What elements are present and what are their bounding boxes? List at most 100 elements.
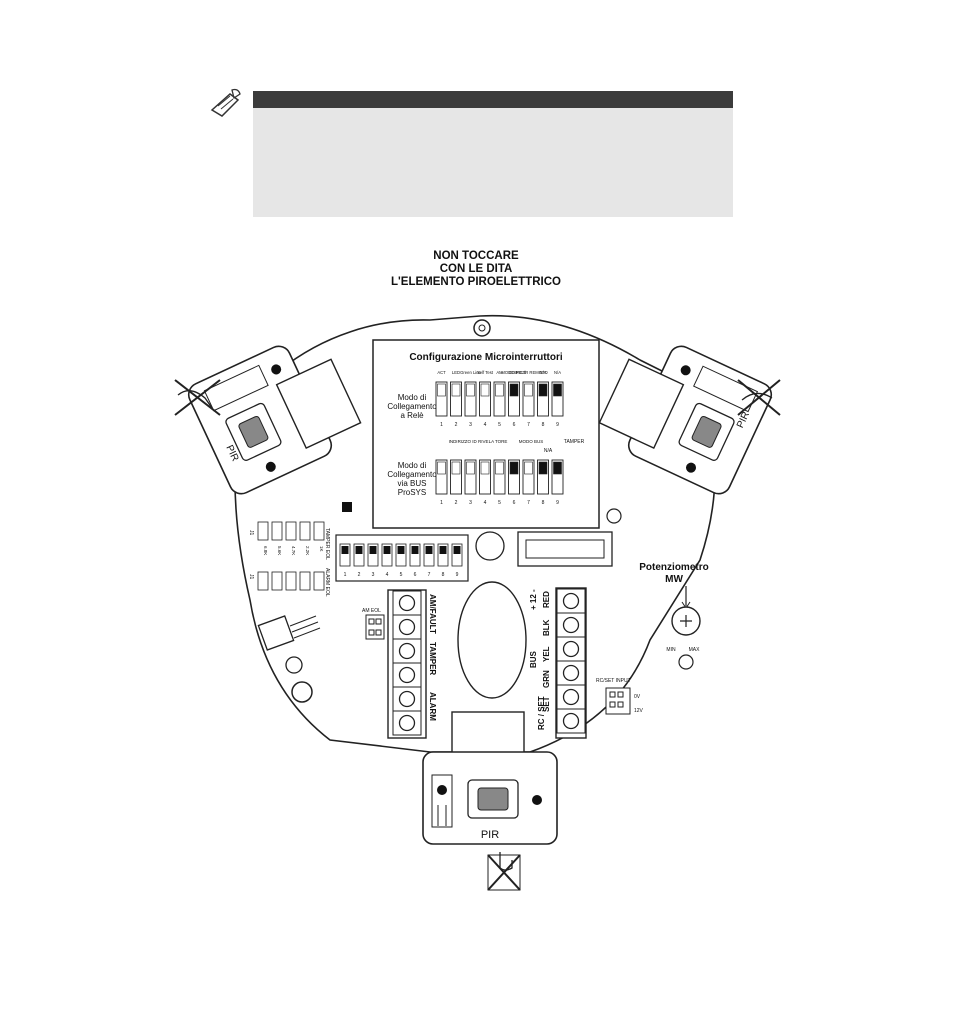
bus-switch-number-2: 2: [455, 500, 458, 506]
eol-switch-number-6: 6: [414, 572, 417, 578]
dip-config-panel: Configurazione Microinterruttori Modo di…: [372, 339, 600, 529]
rc-set-input: RC/SET INPUT 0V 12V: [596, 678, 644, 715]
relay-switch-number-1: 1: [440, 422, 443, 428]
bus-mode-label-1: Modo di: [398, 461, 427, 470]
bus-na-group: N/A: [544, 448, 553, 454]
relay-switch-1: [435, 381, 448, 417]
terminal-tamper: TAMPER: [428, 642, 437, 675]
bus-switch-5: [493, 459, 506, 495]
relay-header-3: Green Line: [460, 370, 481, 375]
relay-header-9: N/A: [554, 370, 561, 375]
bus-switch-number-5: 5: [498, 500, 501, 506]
bus-switch-7: [522, 459, 535, 495]
relay-switch-number-6: 6: [513, 422, 516, 428]
rc-input-0v: 0V: [634, 694, 641, 700]
relay-header-6: MODO RELÈ: [501, 370, 526, 375]
no-touch-hand-icon-bottom: [487, 852, 521, 891]
eol-resistor-value: 4.7K: [291, 546, 296, 555]
right-terminal-block: + 12 - BUS RC / SET RED BLK YEL GRN SET: [529, 587, 587, 739]
eol-resistor-value: 6.8K: [263, 546, 268, 555]
relay-switch-3: [464, 381, 477, 417]
bus-switch-1: [435, 459, 448, 495]
relay-switch-4: [479, 381, 491, 417]
relay-switch-2: [450, 381, 462, 417]
pot-max: MAX: [689, 647, 701, 653]
eol-switch-4: [381, 543, 393, 567]
bus-switch-2: [450, 459, 462, 495]
bus-switch-4: [479, 459, 491, 495]
eol-switch-number-5: 5: [400, 572, 403, 578]
eol-switch-1: [339, 543, 351, 567]
potentiometer: Potenziometro MW MIN MAX: [639, 562, 709, 670]
bus-address-group: INDIRIZZO ID RIVELA TORE: [449, 439, 508, 444]
bus-mode-label-3: via BUS: [398, 479, 427, 488]
rc-input-title: RC/SET INPUT: [596, 678, 631, 684]
bus-switch-number-6: 6: [513, 500, 516, 506]
led-component: [257, 615, 321, 703]
eol-switch-9: [451, 543, 463, 567]
relay-switch-number-8: 8: [542, 422, 545, 428]
note-pencil-icon: [210, 88, 241, 117]
warning-line-3: L'ELEMENTO PIROELETTRICO: [391, 276, 561, 288]
eol-switch-number-3: 3: [372, 572, 375, 578]
relay-mode-label-3: a Relè: [400, 411, 424, 420]
eol-jumper-label-bottom: J1: [248, 574, 254, 580]
bus-switch-number-1: 1: [440, 500, 443, 506]
relay-header-5: AM: [496, 370, 503, 375]
center-oval-opening: [457, 581, 527, 699]
relay-switch-8: [537, 381, 549, 417]
relay-switch-7: [522, 381, 535, 417]
relay-header-1: ACT: [437, 370, 446, 375]
note-header-bar: [253, 91, 733, 108]
wire-red: RED: [542, 591, 551, 608]
power-label: + 12 -: [529, 589, 538, 610]
bus-switch-9: [551, 459, 564, 495]
relay-switch-number-2: 2: [455, 422, 458, 428]
eol-switch-number-4: 4: [386, 572, 389, 578]
bus-switch-8: [537, 459, 549, 495]
relay-switch-number-7: 7: [527, 422, 530, 428]
relay-switch-5: [493, 381, 506, 417]
relay-switch-number-5: 5: [498, 422, 501, 428]
eol-resistor-value: 2.2K: [305, 546, 310, 555]
terminal-alarm: ALARM: [428, 692, 437, 721]
warning-line-2: CON LE DITA: [439, 263, 513, 275]
pot-title-2: MW: [665, 574, 683, 585]
rc-input-12v: 12V: [634, 708, 644, 714]
pir-module-left: PIR: [187, 345, 362, 495]
relay-header-7: DISP.CTR REMOTO: [509, 370, 548, 375]
eol-switch-number-7: 7: [428, 572, 431, 578]
eol-switch-5: [395, 543, 407, 567]
bus-switch-number-7: 7: [527, 500, 530, 506]
warning-line-1: NON TOCCARE: [433, 250, 519, 262]
relay-switch-number-3: 3: [469, 422, 472, 428]
relay-header-8: N/A: [540, 370, 547, 375]
eol-switch-number-2: 2: [358, 572, 361, 578]
wire-grn: GRN: [542, 670, 551, 688]
wire-set: SET: [542, 696, 551, 712]
eol-tamper-label: TAMPER EOL: [324, 528, 330, 560]
left-terminal-block: AM EOL AM/FAULT TAMPER ALARM: [362, 589, 437, 739]
relay-header-4: Self Test: [477, 370, 494, 375]
relay-switch-6: [508, 381, 520, 417]
terminal-am-fault: AM/FAULT: [428, 594, 437, 634]
pir-module-bottom: PIR: [422, 711, 558, 845]
bus-label: BUS: [529, 650, 538, 668]
eol-switch-number-9: 9: [456, 572, 459, 578]
rc-set-label: RC / SET: [537, 696, 546, 730]
eol-resistor-value: 1K: [319, 546, 324, 552]
eol-switch-3: [367, 543, 379, 567]
round-component: [475, 531, 505, 561]
small-black-square: [342, 502, 352, 512]
no-touch-hand-icon-right: [737, 379, 781, 416]
bus-tamper-group: TAMPER: [564, 439, 585, 445]
warning-text: NON TOCCARE CON LE DITA L'ELEMENTO PIROE…: [356, 250, 596, 289]
bus-mode-label-2: Collegamento: [387, 470, 437, 479]
bus-switch-3: [464, 459, 477, 495]
pot-min: MIN: [666, 647, 676, 653]
dip-panel-title: Configurazione Microinterruttori: [409, 352, 563, 363]
wire-blk: BLK: [542, 619, 551, 636]
eol-alarm-label: ALARM EOL: [324, 568, 330, 597]
